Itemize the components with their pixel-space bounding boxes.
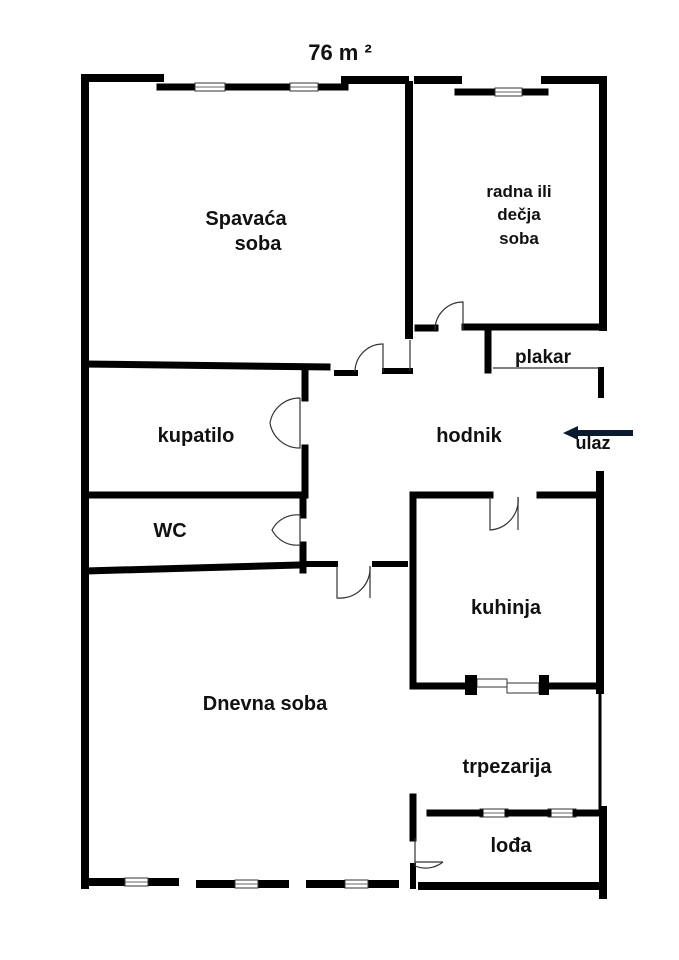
room-label-plakar: plakar bbox=[515, 347, 572, 368]
living-room-door bbox=[336, 565, 371, 599]
bathroom-door bbox=[269, 397, 301, 449]
room-label-wc: WC bbox=[153, 520, 186, 542]
room-label-hodnik: hodnik bbox=[436, 425, 502, 447]
room-label-dnevna-soba: Dnevna soba bbox=[203, 693, 328, 715]
study-door bbox=[434, 301, 464, 331]
bedroom-door bbox=[354, 343, 384, 373]
entrance-arrow-icon bbox=[563, 426, 633, 440]
doors bbox=[269, 301, 600, 869]
room-label-trpezarija: trpezarija bbox=[463, 756, 553, 778]
room-label-spavaca: Spavaća bbox=[205, 208, 287, 230]
entrance-label: ulaz bbox=[575, 433, 610, 453]
window bbox=[476, 678, 508, 688]
window bbox=[506, 682, 540, 694]
wc-door bbox=[271, 514, 301, 546]
room-label-spavaca-soba: soba bbox=[235, 233, 283, 255]
room-label-lodja: lođa bbox=[490, 835, 532, 857]
room-label-radna: radna ili bbox=[486, 182, 551, 201]
kitchen-door bbox=[489, 496, 519, 531]
room-label-radna-soba: soba bbox=[499, 229, 539, 248]
area-label: 76 m ² bbox=[308, 40, 372, 65]
room-label-decja: dečja bbox=[497, 205, 541, 224]
room-label-kupatilo: kupatilo bbox=[158, 425, 235, 447]
windows bbox=[124, 82, 577, 889]
outer-walls bbox=[81, 74, 607, 899]
lodja-door bbox=[414, 838, 444, 869]
interior-walls bbox=[81, 81, 604, 890]
room-label-kuhinja: kuhinja bbox=[471, 597, 542, 619]
